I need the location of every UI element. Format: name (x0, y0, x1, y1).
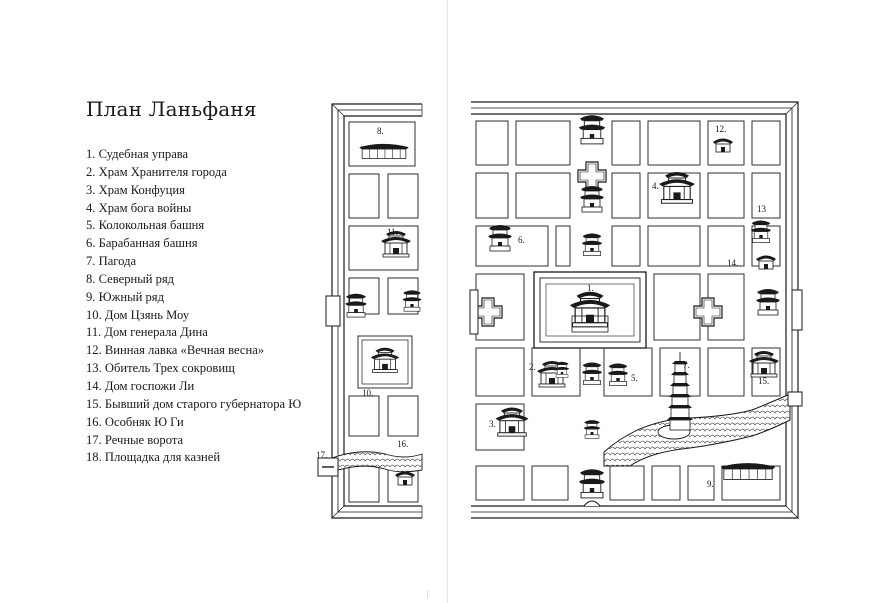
legend-item: 14. Дом госпожи Ли (86, 378, 195, 393)
legend-item: 1. Судебная управа (86, 147, 189, 161)
map-legend: 1. Судебная управа 2. Храм Хранителя гор… (86, 146, 301, 467)
map-label-4: 4. (652, 181, 659, 191)
river (603, 393, 791, 467)
map-left-half (317, 103, 423, 519)
legend-item: 11. Дом генерала Дина (86, 325, 208, 340)
map-label-11: 11. (387, 227, 398, 237)
map-label-1: 1. (587, 283, 594, 293)
map-label-6: 6. (518, 235, 525, 245)
map-right-half (469, 101, 803, 519)
map-label-15: 15. (758, 376, 769, 386)
map-label-17: 17. (316, 450, 327, 460)
legend-item: 6. Барабанная башня (86, 236, 198, 251)
legend-item: 2. Храм Хранителя города (86, 164, 227, 179)
map-label-10: 10. (362, 388, 373, 398)
map-label-7: 7. (683, 360, 690, 370)
legend-item: 8. Северный ряд (86, 271, 175, 286)
map-label-12: 12. (715, 124, 726, 134)
map-label-16: 16. (397, 439, 408, 449)
legend-item: 17. Речные ворота (86, 432, 184, 447)
legend-item: 12. Винная лавка «Вечная весна» (86, 343, 265, 358)
map-label-5: 5. (631, 373, 638, 383)
map-label-14: 14. (727, 258, 738, 268)
legend-item: 18. Площадка для казней (86, 450, 221, 465)
page-mark (427, 590, 428, 598)
pagoda-icon (667, 352, 693, 431)
page-gutter (447, 0, 448, 603)
map-label-8: 8. (377, 126, 384, 136)
map-label-9: 9. (707, 479, 714, 489)
legend-item: 10. Дом Цзянь Моу (86, 307, 190, 322)
legend-item: 13. Обитель Трех сокровищ (86, 361, 235, 376)
legend-item: 16. Особняк Ю Ги (86, 414, 184, 429)
map-title: План Ланьфаня (86, 97, 257, 121)
map-label-2: 2. (529, 362, 536, 372)
legend-item: 4. Храм бога войны (86, 200, 192, 215)
legend-item: 15. Бывший дом старого губернатора Ю (86, 396, 302, 411)
map-label-3: 3. (489, 419, 496, 429)
legend-item: 7. Пагода (86, 254, 137, 269)
map-label-13: 13 (757, 204, 767, 214)
legend-item: 3. Храм Конфуция (86, 182, 185, 197)
legend-item: 9. Южный ряд (86, 289, 164, 304)
legend-item: 5. Колокольная башня (86, 218, 205, 233)
